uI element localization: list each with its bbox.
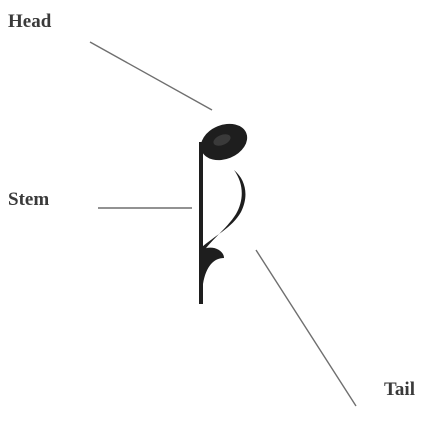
tail-leader-line	[256, 250, 356, 406]
tail-label: Tail	[384, 380, 415, 399]
note-tail	[201, 170, 245, 256]
eighth-note-icon	[195, 117, 252, 304]
head-label: Head	[8, 12, 51, 31]
stem-label: Stem	[8, 190, 49, 209]
head-leader-line	[90, 42, 212, 110]
note-tail-base	[201, 248, 224, 284]
